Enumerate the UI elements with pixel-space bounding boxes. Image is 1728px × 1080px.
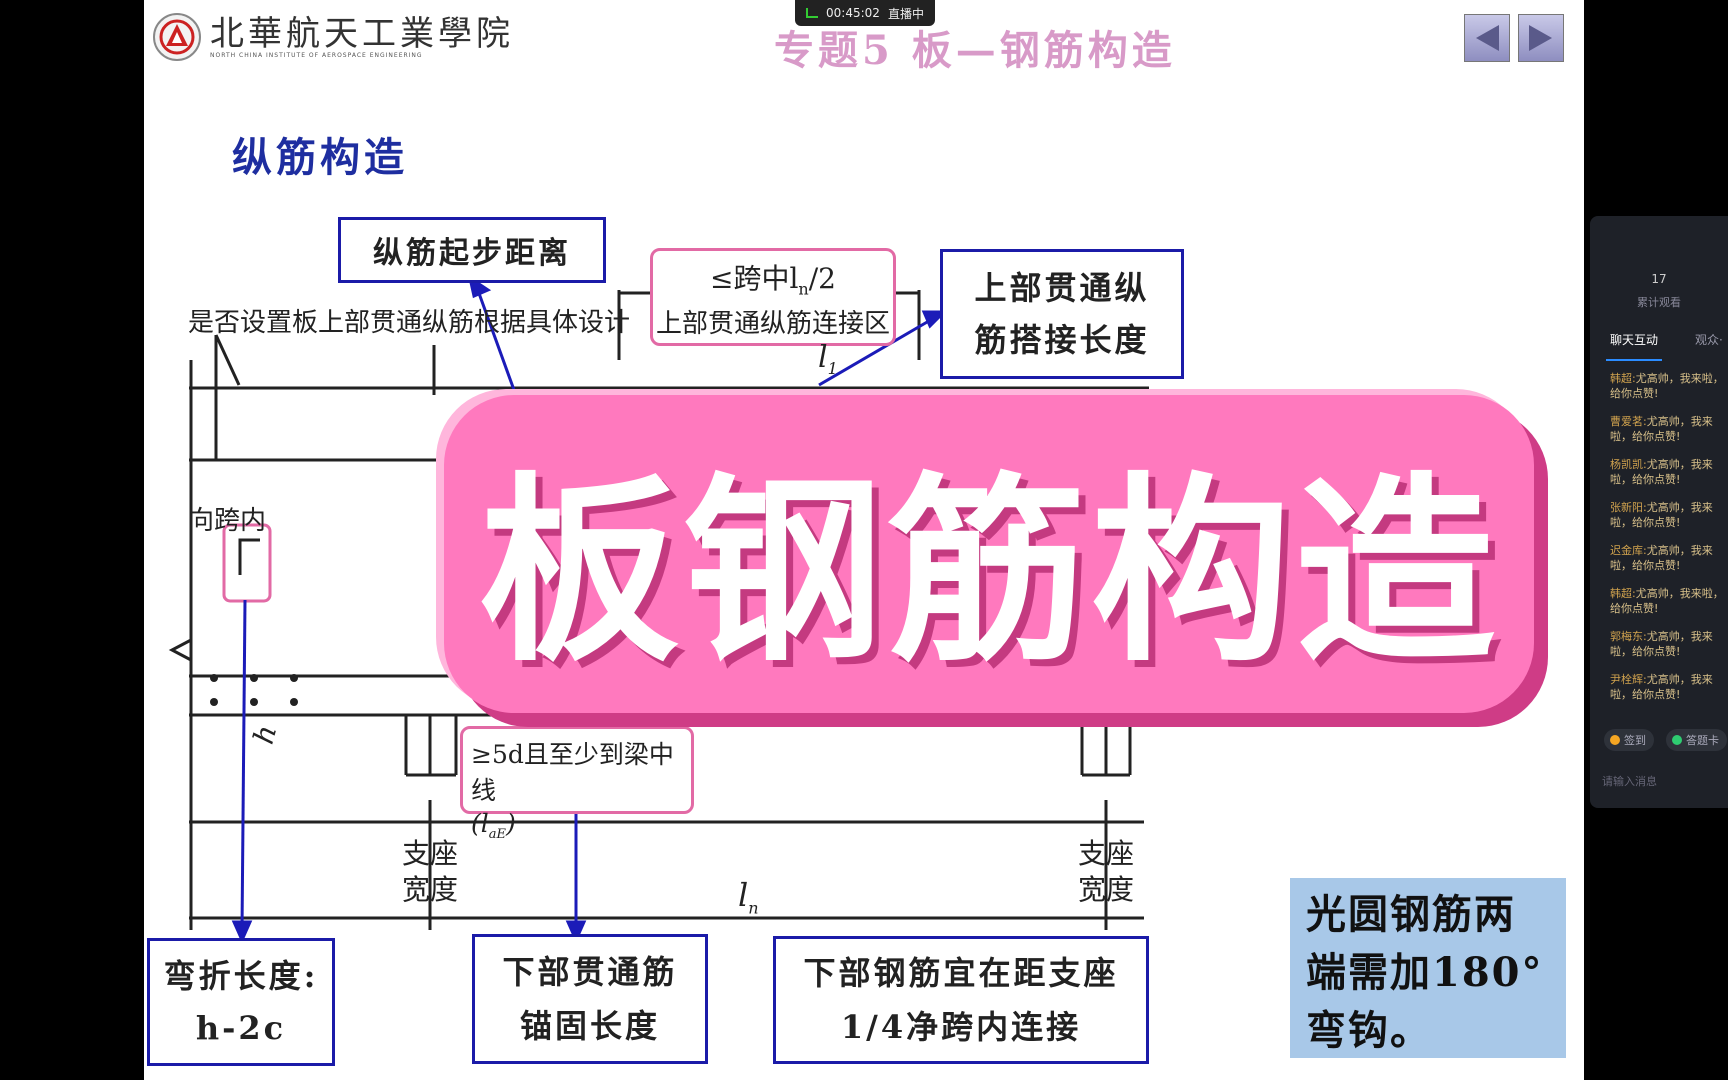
section-heading: 纵筋构造	[232, 134, 408, 181]
ln-label: ln	[738, 876, 759, 918]
school-logo: 北華航天工業學院 NORTH CHINA INSTITUTE OF AEROSP…	[152, 12, 514, 62]
chat-message: 韩超:尤高帅，我来啦，给你点赞!	[1610, 587, 1724, 615]
chat-message: 杨凯凯:尤高帅，我来啦，给你点赞!	[1610, 458, 1713, 486]
logo-chinese-name: 北華航天工業學院	[210, 13, 514, 54]
bend-length-box: 弯折长度: h-2c	[147, 938, 335, 1066]
chat-message-list: 韩超:尤高帅，我来啦，给你点赞! 曹爱茗:尤高帅，我来啦，给你点赞! 杨凯凯:尤…	[1610, 371, 1728, 715]
support-width-right: 支座 宽度	[1078, 837, 1135, 906]
bend-length-line2: h-2c	[195, 1009, 287, 1047]
answer-card-icon	[1672, 735, 1682, 745]
anchor-line2: (laE)	[471, 809, 516, 842]
l1-label: l1	[818, 340, 838, 378]
start-distance-label: 纵筋起步距离	[373, 236, 571, 271]
chat-message: 尹栓辉:尤高帅，我来啦，给你点赞!	[1610, 673, 1713, 701]
lap-length-line1: 上部贯通纵	[974, 269, 1150, 307]
next-slide-button[interactable]	[1518, 14, 1564, 62]
midspan-frac: /2	[808, 262, 836, 295]
bottom-splice-line1: 下部钢筋宜在距支座	[803, 954, 1119, 992]
live-recording-badge: 00:45:02 直播中	[795, 0, 935, 26]
signal-icon	[806, 8, 819, 18]
slide-title: 专题5 板—钢筋构造	[774, 27, 1176, 74]
viewer-count: 17	[1651, 272, 1667, 286]
anchor-note-box: ≥5d且至少到梁中线 (laE)	[460, 726, 694, 842]
overlay-title: 板钢筋构造	[478, 456, 1499, 689]
slide: 北華航天工業學院 NORTH CHINA INSTITUTE OF AEROSP…	[144, 0, 1584, 1080]
signin-icon	[1610, 735, 1620, 745]
chat-message: 迟金库:尤高帅，我来啦，给你点赞!	[1610, 544, 1713, 572]
support-width-left: 支座 宽度	[402, 837, 459, 906]
chat-message: 张新阳:尤高帅，我来啦，给你点赞!	[1610, 501, 1713, 529]
overlay-banner	[444, 395, 1534, 713]
school-emblem-icon	[153, 13, 201, 61]
anchor-line1: ≥5d且至少到梁中线	[471, 740, 674, 805]
midspan-label: ≤跨中l	[710, 262, 799, 295]
bottom-splice-box: 下部钢筋宜在距支座 1/4净跨内连接	[773, 936, 1149, 1064]
lap-length-line2: 筋搭接长度	[974, 321, 1150, 359]
answer-card-button[interactable]: 答题卡	[1666, 729, 1727, 751]
recording-status: 直播中	[887, 6, 924, 21]
plain-rebar-hook-note: 光圆钢筋两端需加180° 弯钩。	[1290, 878, 1566, 1058]
chat-message: 郭梅东:尤高帅，我来啦，给你点赞!	[1610, 630, 1713, 658]
viewer-count-label: 累计观看	[1637, 296, 1681, 309]
bottom-anchor-line1: 下部贯通筋	[502, 953, 678, 991]
splice-zone-label: 上部贯通纵筋连接区	[655, 308, 890, 339]
lap-length-box: 上部贯通纵 筋搭接长度	[940, 249, 1184, 379]
tab-audience[interactable]: 观众·	[1695, 333, 1723, 347]
recording-timer: 00:45:02	[826, 6, 880, 20]
inner-span-text: 向跨内	[188, 506, 267, 536]
bend-length-line1: 弯折长度:	[163, 957, 319, 995]
bottom-anchor-line2: 锚固长度	[519, 1007, 660, 1045]
triangle-right-icon	[1529, 25, 1552, 51]
chat-input[interactable]: 请输入消息	[1602, 775, 1657, 788]
splice-zone-box: ≤跨中ln/2 上部贯通纵筋连接区	[650, 248, 896, 346]
triangle-left-icon	[1476, 25, 1499, 51]
chat-message: 曹爱茗:尤高帅，我来啦，给你点赞!	[1610, 415, 1713, 443]
start-distance-box: 纵筋起步距离	[338, 217, 606, 283]
top-rebar-note: 是否设置板上部贯通纵筋根据具体设计	[188, 308, 631, 338]
logo-english-name: NORTH CHINA INSTITUTE OF AEROSPACE ENGIN…	[210, 51, 423, 59]
chat-message: 韩超:尤高帅，我来啦，给你点赞!	[1610, 372, 1724, 400]
live-chat-panel: 17 累计观看 聊天互动 观众· 韩超:尤高帅，我来啦，给你点赞! 曹爱茗:尤高…	[1590, 216, 1728, 808]
tab-chat[interactable]: 聊天互动	[1605, 333, 1663, 361]
bottom-splice-line2: 1/4净跨内连接	[840, 1008, 1082, 1046]
signin-button[interactable]: 签到	[1604, 729, 1654, 751]
midspan-sub: n	[798, 279, 809, 299]
prev-slide-button[interactable]	[1464, 14, 1510, 62]
bottom-anchor-box: 下部贯通筋 锚固长度	[472, 934, 708, 1064]
